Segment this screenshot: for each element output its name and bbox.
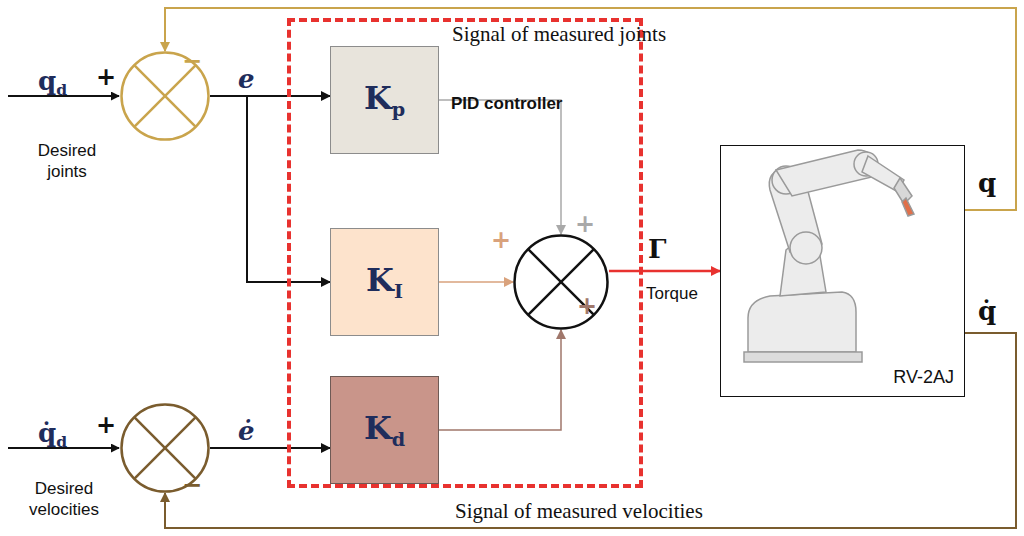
signal-connector [165,333,1016,528]
sign-label: + [96,65,116,89]
sign-label: − [182,473,202,497]
gain-label: Kp [364,79,405,121]
gain-label: KI [366,261,403,303]
gain-box: KI [330,228,439,336]
group-title: PID controller [451,94,562,114]
gain-box: Kp [330,46,439,154]
robot-arm [744,150,914,362]
sign-label: + [577,294,597,318]
summing-junction: +− [120,403,210,493]
signal-symbol: q [978,168,996,198]
gain-box: Kd [330,376,439,484]
signal-symbol: Γ [648,234,666,264]
signal-symbol: q̇ [978,296,996,326]
signal-symbol: qd [38,66,67,99]
robot-model-label: RV-2AJ [893,367,954,388]
feedback-caption: Signal of measured joints [452,22,666,47]
signal-connector [439,330,561,430]
sign-label: − [182,49,202,73]
signal-symbol: ė [238,416,255,446]
signal-caption: Torque [646,284,698,304]
signal-connector [165,8,1016,210]
signal-caption: Desired joints [22,140,112,183]
signal-symbol: q̇d [38,418,67,451]
signal-symbol: e [238,64,255,94]
signal-connector [439,281,513,283]
feedback-caption: Signal of measured velocities [455,499,703,524]
sign-label: + [575,212,595,236]
signal-connector [210,447,330,449]
signal-connector [210,96,330,282]
gain-label: Kd [364,409,405,451]
robot-box: RV-2AJ [720,145,965,397]
signal-caption: Desired velocities [12,478,116,521]
signal-connector [609,270,720,273]
controller-group: PID controllerKpKIKd+++ [287,18,643,488]
signal-connector [439,100,561,234]
summing-junction: +− [120,51,210,141]
sign-label: + [491,228,511,252]
summing-junction: +++ [513,234,609,330]
sign-label: + [96,413,116,437]
